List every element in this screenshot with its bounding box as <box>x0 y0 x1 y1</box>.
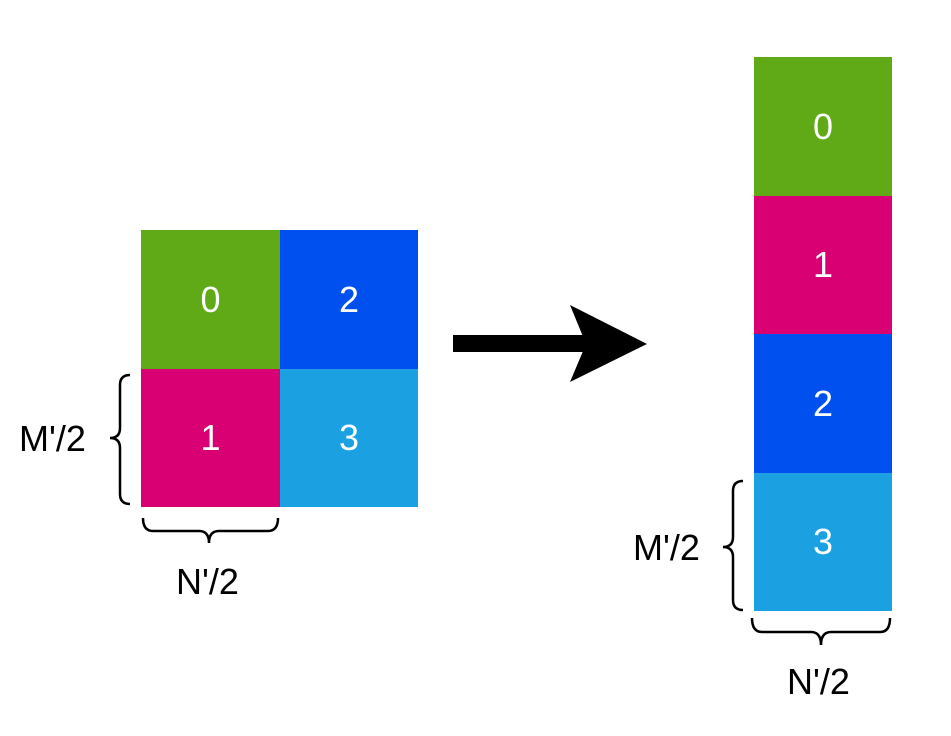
right-block-2-label: 2 <box>812 382 834 424</box>
left-block-0-label: 0 <box>200 278 221 320</box>
left-block-3: 3 <box>280 369 418 507</box>
right-height-label: M'/2 <box>633 527 700 568</box>
left-width-brace-icon <box>141 517 280 544</box>
right-block-0: 0 <box>754 57 892 196</box>
left-block-1: 1 <box>141 369 280 507</box>
right-arrow-icon <box>453 305 647 382</box>
left-block-3-label: 3 <box>338 417 360 458</box>
left-block-2-label: 2 <box>338 278 360 320</box>
left-block-2: 2 <box>280 230 418 369</box>
right-block-3: 3 <box>754 473 892 611</box>
left-height-label: M'/2 <box>19 418 86 459</box>
left-height-brace-icon <box>109 373 131 506</box>
right-block-2: 2 <box>754 334 892 473</box>
right-block-1: 1 <box>754 196 892 334</box>
right-width-label: N'/2 <box>787 661 850 702</box>
left-block-1-label: 1 <box>200 417 221 458</box>
left-width-label: N'/2 <box>176 561 239 602</box>
right-block-0-label: 0 <box>812 105 834 147</box>
right-block-3-label: 3 <box>812 521 834 562</box>
right-block-1-label: 1 <box>812 244 834 285</box>
left-block-0: 0 <box>141 230 280 369</box>
right-height-brace-icon <box>722 479 744 612</box>
right-width-brace-icon <box>750 617 892 646</box>
